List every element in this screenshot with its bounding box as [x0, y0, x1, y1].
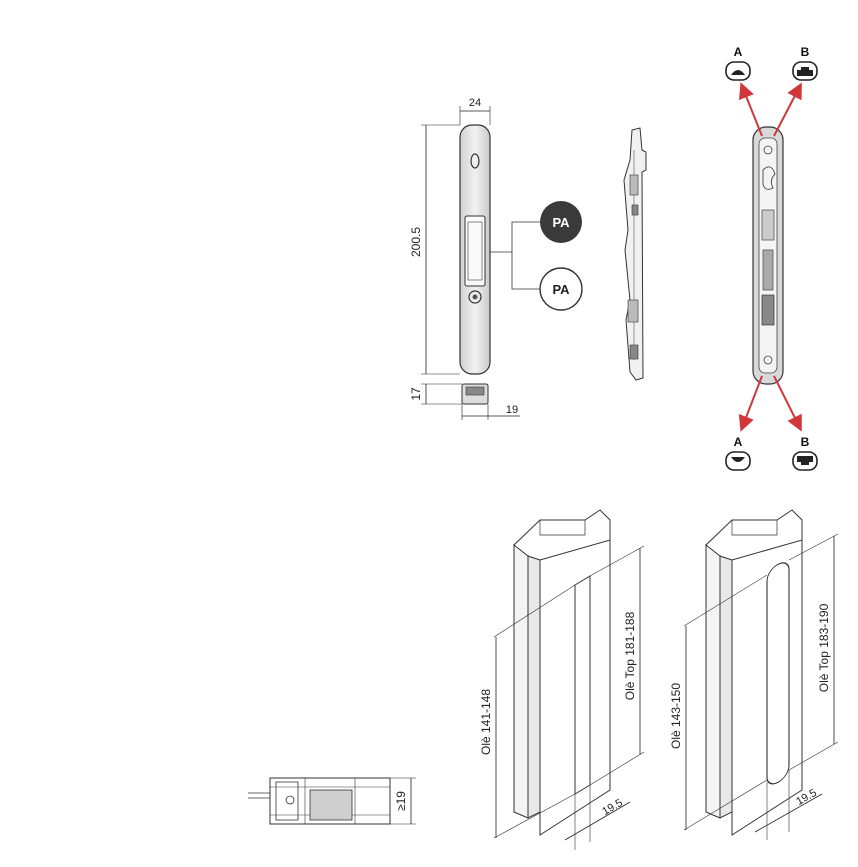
- dim-depth-label: 17: [409, 387, 423, 401]
- profile-left-short-label: Olè 141-148: [479, 689, 493, 755]
- dim-width-label: 24: [469, 97, 481, 109]
- handle-side-view: [623, 127, 647, 381]
- dim-base-width-label: 19: [506, 404, 518, 416]
- variant-b-bottom: B: [792, 435, 818, 471]
- dim-profile-depth-label: ≥19: [394, 791, 408, 811]
- variant-a-bottom: A: [725, 435, 751, 471]
- dim-height-label: 200.5: [409, 227, 423, 257]
- variant-a-top: A: [725, 45, 751, 81]
- variant-a-top-label: A: [734, 45, 743, 59]
- profile-right-long-label: Olè Top 183-190: [817, 603, 831, 692]
- variant-a-bottom-label: A: [734, 435, 743, 449]
- badge-pa-light: PA: [539, 267, 583, 311]
- handle-internal-view: [752, 126, 784, 385]
- badge-pa-light-label: PA: [552, 282, 570, 297]
- profile-left-offset-label: 19.5: [600, 797, 625, 818]
- variant-arrows: [738, 82, 802, 432]
- profile-right: Olè 143-150 Olè Top 183-190 19.5: [669, 509, 839, 840]
- variant-b-top: B: [792, 45, 818, 81]
- variant-b-bottom-label: B: [801, 435, 810, 449]
- badge-pa-dark: PA: [540, 201, 582, 243]
- profile-section-detail: ≥19: [248, 777, 416, 825]
- profile-left: Olè 141-148 Olè Top 181-188 19.5: [479, 509, 645, 850]
- profile-left-long-label: Olè Top 181-188: [623, 611, 637, 700]
- handle-front-view: 24 200.5 17 19: [409, 97, 540, 420]
- variant-b-top-label: B: [801, 45, 810, 59]
- badge-pa-dark-label: PA: [552, 215, 570, 230]
- profile-right-short-label: Olè 143-150: [669, 683, 683, 749]
